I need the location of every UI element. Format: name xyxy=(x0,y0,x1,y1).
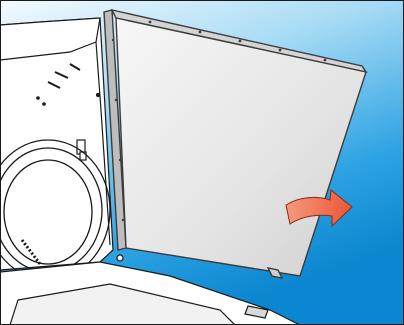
machine-illustration xyxy=(0,0,404,325)
illustration-frame xyxy=(0,0,404,325)
